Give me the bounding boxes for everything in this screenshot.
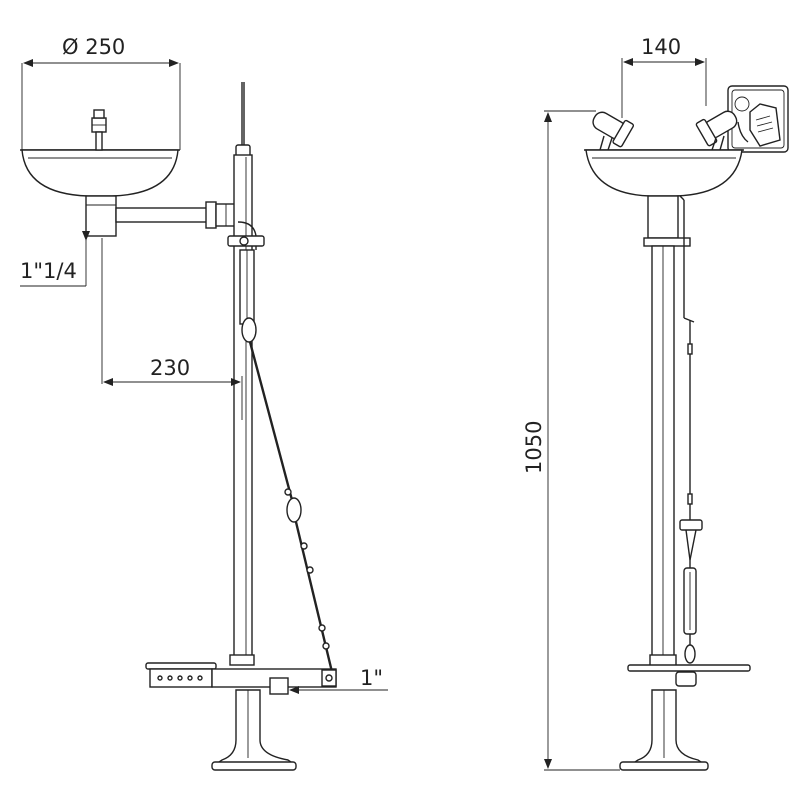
eye-wash-hand-sign-icon [727, 85, 789, 153]
front-column [619, 195, 709, 771]
side-drain [85, 195, 239, 237]
front-pull-rod [675, 320, 703, 687]
offset-label: 230 [150, 356, 190, 380]
drain-size-dimension: 1"1/4 [20, 231, 90, 287]
drain-size-label: 1"1/4 [20, 259, 77, 283]
offset-dimension: 230 [101, 238, 243, 420]
side-bowl [20, 109, 180, 197]
front-bowl [584, 149, 744, 197]
front-foot-pedal [627, 664, 751, 672]
bowl-diameter-label: Ø 250 [62, 35, 125, 59]
front-nozzles [592, 110, 738, 151]
total-height-label: 1050 [522, 421, 546, 474]
side-foot-pedal [145, 662, 337, 695]
nozzle-spacing-dimension: 140 [621, 35, 707, 118]
bowl-diameter-dimension: Ø 250 [21, 35, 181, 150]
side-column [211, 82, 297, 771]
inlet-size-label: 1" [360, 666, 383, 690]
front-view: 140 [522, 35, 789, 771]
total-height-dimension: 1050 [522, 110, 620, 771]
inlet-size-dimension: 1" [289, 666, 388, 694]
nozzle-spacing-label: 140 [641, 35, 681, 59]
side-pull-cable [241, 317, 334, 673]
side-view: Ø 250 1"1/4 [20, 35, 388, 771]
